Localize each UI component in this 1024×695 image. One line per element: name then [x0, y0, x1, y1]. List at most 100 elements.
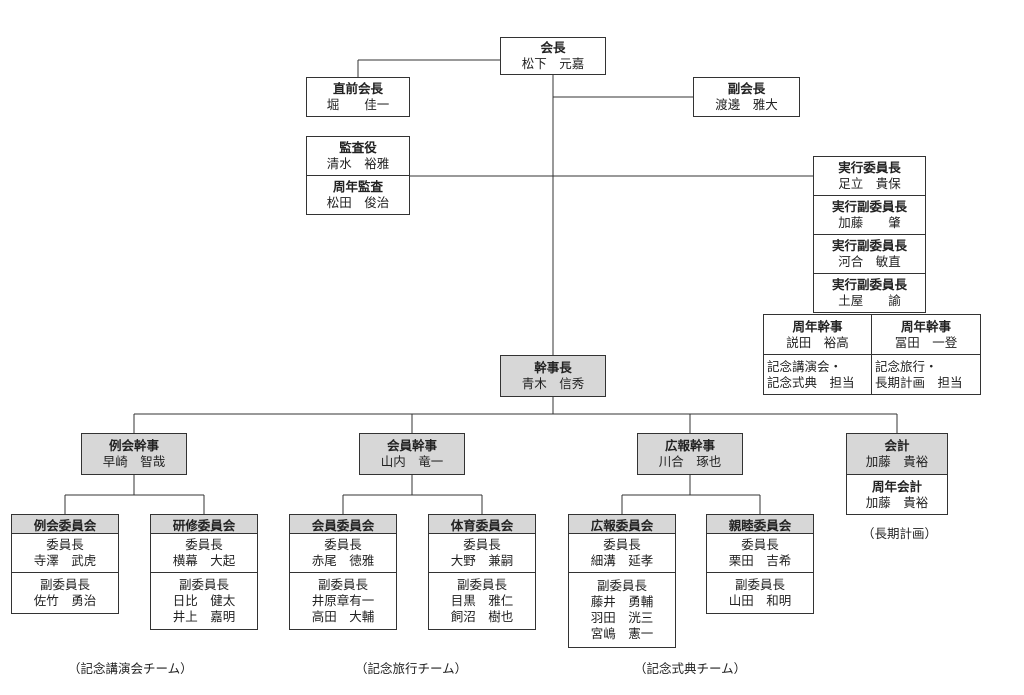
secretary-box: 例会幹事 早崎 智哉	[81, 433, 187, 475]
past-president-title: 直前会長	[332, 81, 383, 96]
committee-vice: 副委員長 山田 和明	[706, 572, 814, 614]
secretary-name: 山内 竜一	[380, 454, 444, 469]
past-president-box: 直前会長 堀 佳一	[306, 77, 410, 117]
vice-name: 宮嶋 憲一	[590, 626, 654, 641]
treasurer-name: 加藤 貴裕	[865, 454, 929, 469]
anniv-treasurer-box: 周年会計 加藤 貴裕	[846, 474, 948, 515]
anniv-auditor-name: 松田 俊治	[326, 195, 390, 210]
exec-chair-name: 足立 貴保	[838, 176, 901, 191]
vice-name: 日比 健太	[172, 593, 236, 608]
exec-vice-box: 実行副委員長 土屋 諭	[813, 273, 926, 313]
vice-label: 副委員長	[596, 578, 647, 593]
chair-label: 委員長	[741, 537, 779, 552]
anniv-secretary-title: 周年幹事	[792, 318, 843, 334]
secretary-name: 川合 琢也	[658, 454, 722, 469]
committee-title: 研修委員会	[150, 514, 258, 534]
vice-president-name: 渡邊 雅大	[715, 97, 778, 112]
committee-chair: 委員長 寺澤 武虎	[11, 533, 119, 573]
auditor-title: 監査役	[339, 140, 377, 155]
secretary-title: 例会幹事	[108, 438, 159, 453]
anniv-secretary-duty: 記念旅行・ 長期計画 担当	[871, 354, 981, 395]
committee-chair: 委員長 大野 兼嗣	[428, 533, 536, 573]
vice-label: 副委員長	[734, 577, 785, 592]
duty-line: 記念講演会・	[767, 358, 843, 374]
secretary-title: 会員幹事	[386, 438, 437, 453]
chair-name: 赤尾 徳雅	[311, 553, 375, 568]
chief-secretary-title: 幹事長	[534, 360, 572, 375]
anniv-secretary-duty: 記念講演会・ 記念式典 担当	[763, 354, 872, 395]
exec-vice-title: 実行副委員長	[831, 277, 907, 292]
vice-president-title: 副会長	[727, 81, 766, 96]
committee-chair: 委員長 横幕 大起	[150, 533, 258, 573]
duty-line: 長期計画 担当	[875, 374, 963, 390]
president-box: 会長 松下 元嘉	[500, 37, 606, 75]
anniv-treasurer-name: 加藤 貴裕	[865, 494, 929, 510]
committee-chair: 委員長 赤尾 徳雅	[289, 533, 397, 573]
secretary-box: 会員幹事 山内 竜一	[359, 433, 465, 475]
vice-label: 副委員長	[178, 577, 229, 592]
vice-label: 副委員長	[317, 577, 368, 592]
vice-president-box: 副会長 渡邊 雅大	[693, 77, 800, 117]
vice-label: 副委員長	[456, 577, 507, 592]
vice-name: 高田 大輔	[311, 609, 375, 624]
exec-vice-title: 実行副委員長	[831, 199, 907, 214]
anniv-auditor-box: 周年監査 松田 俊治	[306, 175, 410, 215]
committee-vice: 副委員長 井原章有一 高田 大輔	[289, 572, 397, 630]
chair-label: 委員長	[185, 537, 223, 552]
committee-title: 親睦委員会	[706, 514, 814, 534]
committee-title: 体育委員会	[428, 514, 536, 534]
chair-name: 寺澤 武虎	[33, 553, 97, 568]
treasurer-title: 会計	[884, 438, 910, 453]
duty-line: 記念式典 担当	[767, 374, 855, 390]
committee-chair: 委員長 細溝 延孝	[568, 533, 676, 573]
treasurer-caption: （長期計画）	[862, 526, 938, 541]
committee-vice: 副委員長 目黒 雅仁 飼沼 樹也	[428, 572, 536, 630]
chair-label: 委員長	[603, 537, 641, 552]
chair-name: 大野 兼嗣	[450, 553, 514, 568]
exec-vice-name: 土屋 諭	[838, 293, 901, 308]
anniv-secretary-box: 周年幹事 説田 裕高	[763, 314, 872, 355]
team-caption: （記念講演会チーム）	[68, 661, 193, 676]
vice-name: 羽田 洸三	[590, 610, 654, 625]
exec-vice-box: 実行副委員長 加藤 肇	[813, 195, 926, 235]
vice-name: 藤井 勇輔	[590, 594, 654, 609]
committee-chair: 委員長 栗田 吉希	[706, 533, 814, 573]
exec-vice-name: 加藤 肇	[838, 215, 901, 230]
team-caption: （記念式典チーム）	[634, 661, 747, 676]
anniv-treasurer-title: 周年会計	[871, 478, 922, 494]
treasurer-box: 会計 加藤 貴裕	[846, 433, 948, 475]
duty-line: 記念旅行・	[875, 358, 938, 374]
president-title: 会長	[540, 40, 566, 55]
vice-name: 井上 嘉明	[172, 609, 236, 624]
chair-label: 委員長	[463, 537, 501, 552]
vice-name: 山田 和明	[728, 593, 792, 608]
chair-label: 委員長	[46, 537, 84, 552]
chief-secretary-box: 幹事長 青木 信秀	[500, 355, 606, 397]
vice-name: 目黒 雅仁	[450, 593, 514, 608]
anniv-secretary-title: 周年幹事	[900, 318, 951, 334]
vice-label: 副委員長	[39, 577, 90, 592]
anniv-secretary-box: 周年幹事 冨田 一登	[871, 314, 981, 355]
chair-label: 委員長	[324, 537, 362, 552]
vice-name: 飼沼 樹也	[450, 609, 514, 624]
anniv-auditor-title: 周年監査	[332, 179, 383, 194]
committee-vice: 副委員長 藤井 勇輔 羽田 洸三 宮嶋 憲一	[568, 572, 676, 648]
committee-vice: 副委員長 佐竹 勇治	[11, 572, 119, 614]
exec-vice-box: 実行副委員長 河合 敏直	[813, 234, 926, 274]
committee-vice: 副委員長 日比 健太 井上 嘉明	[150, 572, 258, 630]
president-name: 松下 元嘉	[521, 56, 585, 71]
vice-name: 佐竹 勇治	[33, 593, 97, 608]
chair-name: 横幕 大起	[172, 553, 236, 568]
anniv-secretary-name: 冨田 一登	[894, 334, 958, 350]
committee-title: 広報委員会	[568, 514, 676, 534]
secretary-box: 広報幹事 川合 琢也	[637, 433, 743, 475]
chair-name: 栗田 吉希	[728, 553, 792, 568]
secretary-title: 広報幹事	[664, 438, 715, 453]
auditor-box: 監査役 清水 裕雅	[306, 136, 410, 176]
auditor-name: 清水 裕雅	[326, 156, 390, 171]
vice-name: 井原章有一	[311, 593, 375, 608]
exec-chair-title: 実行委員長	[838, 160, 901, 175]
chief-secretary-name: 青木 信秀	[521, 376, 585, 391]
anniv-secretary-name: 説田 裕高	[786, 334, 849, 350]
